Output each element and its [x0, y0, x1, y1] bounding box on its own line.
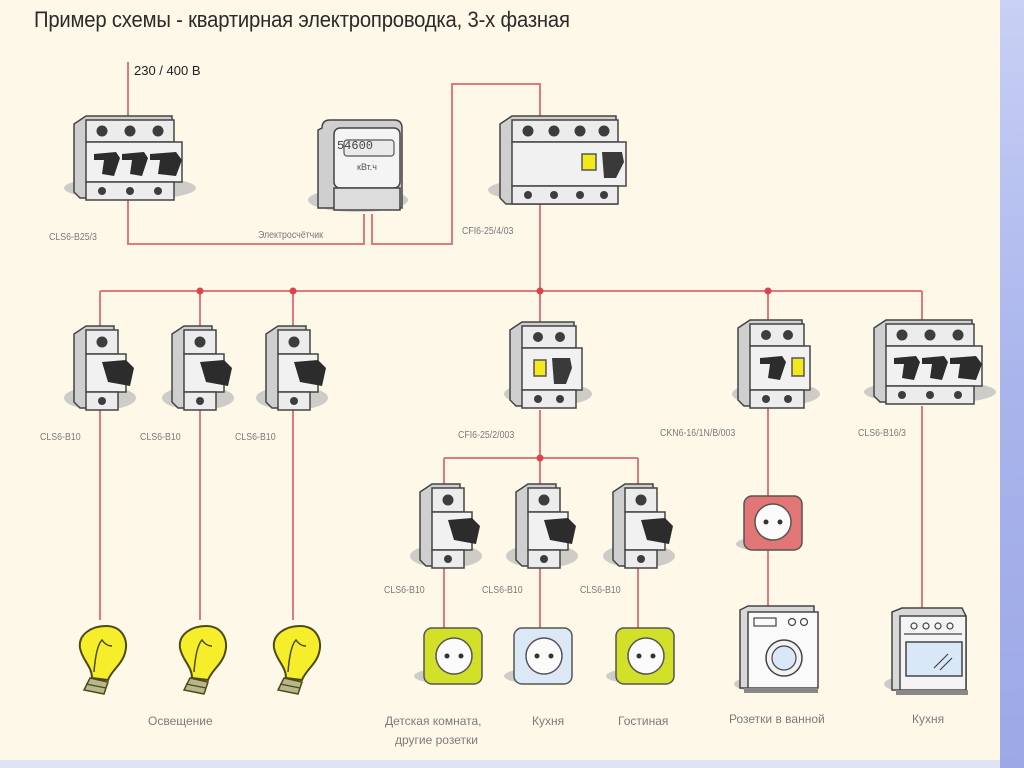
light-bulb-1-icon	[78, 624, 127, 695]
diagram-graphics: 54600 кВт.ч	[63, 62, 997, 695]
main-rcd-label: CFI6-25/4/03	[462, 226, 514, 237]
bathroom-rcbo-icon	[732, 319, 820, 409]
supply-voltage-label: 230 / 400 В	[134, 63, 201, 78]
socket-breaker-2-label: CLS6-B10	[482, 585, 523, 596]
diagram-title: Пример схемы - квартирная электропроводк…	[34, 7, 570, 32]
bathroom-caption: Розетки в ванной	[729, 712, 825, 726]
socket-breaker-3-icon	[602, 483, 676, 569]
light-breaker-3-label: CLS6-B10	[235, 432, 276, 443]
wiring-diagram: Пример схемы - квартирная электропроводк…	[0, 7, 1000, 768]
socket-living-icon	[606, 627, 675, 685]
children-room-caption-line2: другие розетки	[395, 733, 478, 747]
socket-breaker-3-label: CLS6-B10	[580, 585, 621, 596]
bathroom-rcbo-label: CKN6-16/1N/B/003	[660, 428, 736, 439]
light-breaker-3-icon	[255, 325, 329, 411]
stove-breaker-icon	[863, 319, 997, 405]
meter-display: 54600	[337, 139, 373, 153]
living-room-caption: Гостиная	[618, 714, 669, 728]
kitchen-stove-icon	[884, 607, 968, 695]
socket-kitchen-icon	[504, 627, 573, 685]
wire-meter-to-rcd	[371, 83, 541, 245]
light-breaker-1-label: CLS6-B10	[40, 432, 81, 443]
junction-dot	[289, 287, 297, 295]
junction-dot	[196, 287, 204, 295]
wires	[99, 62, 923, 628]
junction-dot	[536, 287, 544, 295]
main-rcd-icon	[488, 115, 627, 205]
side-decoration	[1000, 0, 1024, 768]
bottom-border	[0, 760, 1000, 768]
socket-rcd-icon	[503, 321, 593, 409]
light-bulb-3-icon	[272, 624, 321, 695]
socket-breaker-1-label: CLS6-B10	[384, 585, 425, 596]
light-breaker-1-icon	[63, 325, 137, 411]
meter-label: Электросчётчик	[258, 230, 323, 241]
socket-breaker-2-icon	[505, 483, 579, 569]
junctions	[196, 287, 772, 462]
bathroom-socket-icon	[736, 495, 803, 551]
wire-breaker-to-meter	[127, 200, 365, 245]
stove-breaker-label: CLS6-B16/3	[858, 428, 906, 439]
junction-dot	[536, 454, 544, 462]
washing-machine-icon	[734, 605, 819, 693]
light-breaker-2-label: CLS6-B10	[140, 432, 181, 443]
electricity-meter-icon	[308, 119, 408, 212]
meter-unit: кВт.ч	[357, 162, 377, 172]
socket-children-icon	[414, 627, 483, 685]
children-room-caption-line1: Детская комната,	[385, 714, 482, 728]
junction-dot	[764, 287, 772, 295]
light-breaker-2-icon	[161, 325, 235, 411]
main-breaker-label: CLS6-B25/3	[49, 232, 97, 243]
stove-caption: Кухня	[912, 712, 945, 726]
socket-breaker-1-icon	[409, 483, 483, 569]
socket-rcd-label: CFI6-25/2/003	[458, 430, 515, 441]
lighting-caption: Освещение	[148, 714, 213, 728]
kitchen-socket-caption: Кухня	[532, 714, 565, 728]
light-bulb-2-icon	[178, 624, 227, 695]
main-breaker-icon	[63, 115, 197, 201]
